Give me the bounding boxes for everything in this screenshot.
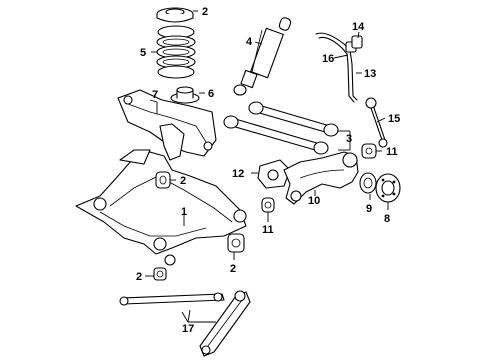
callout-9: 9	[366, 203, 372, 215]
callout-10: 10	[308, 195, 320, 207]
callout-16: 16	[322, 53, 334, 65]
shock-absorber	[233, 17, 292, 96]
callout-15: 15	[388, 113, 400, 125]
bushing-2-upper	[155, 171, 171, 189]
callout-5: 5	[140, 47, 146, 59]
spring-seat-lower	[170, 86, 200, 104]
crossmember	[117, 89, 217, 161]
bushing-2-right	[227, 233, 245, 253]
callout-12: 12	[232, 168, 244, 180]
callout-3: 3	[346, 133, 352, 145]
callout-11-upper: 11	[386, 146, 398, 158]
callout-2-right: 2	[230, 263, 236, 275]
hub-bushing	[359, 172, 377, 194]
subframe	[75, 149, 247, 266]
spring-seat-upper	[156, 7, 194, 23]
bushing-2-lower	[153, 267, 167, 281]
stabilizer-bar	[315, 32, 358, 103]
mount-bracket	[257, 159, 291, 189]
callout-2-upper: 2	[180, 175, 186, 187]
callout-1: 1	[181, 206, 187, 218]
bushing-11-lower	[261, 197, 275, 213]
leader-lines	[145, 10, 389, 323]
wheel-hub	[375, 173, 401, 203]
callout-2-lower: 2	[136, 271, 142, 283]
callout-6-upper: 2	[202, 6, 208, 18]
stabilizer-link	[365, 97, 388, 148]
callout-4: 4	[246, 36, 253, 48]
callout-11-lower: 11	[262, 224, 274, 236]
callout-14: 14	[352, 21, 365, 33]
callout-8: 8	[384, 213, 390, 225]
knuckle	[283, 151, 359, 205]
bushing-11-upper	[361, 143, 377, 159]
coil-spring	[156, 25, 196, 79]
bar-bushing	[351, 35, 363, 49]
upper-arm	[248, 101, 339, 137]
lower-arm	[223, 115, 329, 155]
strut-brace	[119, 290, 251, 357]
callout-17: 17	[182, 323, 194, 335]
callout-6-lower: 6	[208, 88, 214, 100]
callout-13: 13	[364, 68, 376, 80]
callout-7: 7	[152, 89, 158, 101]
